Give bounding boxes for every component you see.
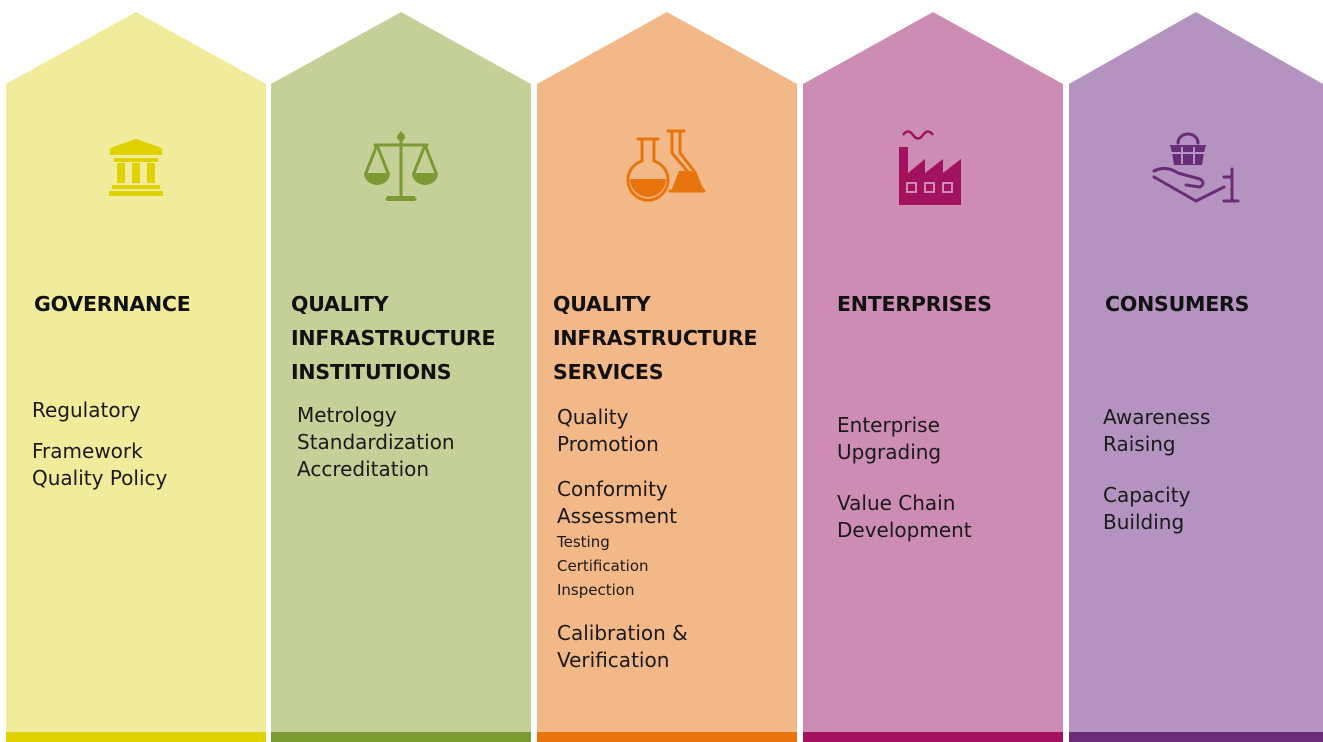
- list-item: Inspection: [557, 581, 635, 599]
- list-item: Standardization: [297, 430, 455, 454]
- list-item: Building: [1103, 510, 1185, 534]
- list-item: Calibration &: [557, 621, 688, 645]
- factory-icon: [899, 130, 961, 205]
- pillar-enterprises: ENTERPRISES Enterprise Upgrading Value C…: [803, 12, 1063, 742]
- pillar-governance: GOVERNANCE Regulatory Framework Quality …: [6, 12, 266, 742]
- list-item: Testing: [557, 533, 610, 551]
- pillar-items: Metrology Standardization Accreditation: [297, 402, 525, 483]
- pillar-color-band: [1069, 732, 1323, 742]
- pillar-color-band: [803, 732, 1063, 742]
- list-item: Promotion: [557, 432, 659, 456]
- list-item: Quality Policy: [32, 466, 168, 490]
- list-item: Accreditation: [297, 457, 430, 481]
- list-item: Conformity: [557, 477, 668, 501]
- list-item: Metrology: [297, 403, 397, 427]
- list-item: Verification: [557, 648, 670, 672]
- list-item: Regulatory: [32, 398, 141, 422]
- scales-icon: [364, 131, 438, 201]
- list-item: Development: [837, 518, 972, 542]
- list-item: Awareness: [1103, 405, 1211, 429]
- pillar-color-band: [537, 732, 797, 742]
- flasks-icon: [626, 129, 706, 202]
- pillar-arrow-shape: [6, 12, 266, 742]
- pillar-title: GOVERNANCE: [34, 292, 191, 316]
- basket-in-hand-icon: [1152, 132, 1240, 203]
- list-item: Capacity: [1103, 483, 1191, 507]
- pillar-title: CONSUMERS: [1105, 292, 1250, 316]
- list-item: Value Chain: [837, 491, 956, 515]
- pillar-items: Quality Promotion Conformity Assessment …: [557, 404, 785, 674]
- pillar-arrow-shape: [803, 12, 1063, 742]
- pillar-qi-services: QUALITY INFRASTRUCTURE SERVICES Quality …: [537, 12, 797, 742]
- list-item: Framework: [32, 439, 143, 463]
- pillar-title: QUALITY INFRASTRUCTURE SERVICES: [553, 292, 758, 384]
- pillar-title: ENTERPRISES: [837, 292, 992, 316]
- courthouse-icon: [109, 139, 163, 196]
- pillar-items: Enterprise Upgrading Value Chain Develop…: [837, 412, 1065, 544]
- list-item: Certification: [557, 557, 649, 575]
- pillar-arrow-shape: [537, 12, 797, 742]
- list-item: Quality: [557, 405, 629, 429]
- pillar-arrow-shape: [1069, 12, 1323, 742]
- pillar-arrow-shape: [271, 12, 531, 742]
- pillar-title: QUALITY INFRASTRUCTURE INSTITUTIONS: [291, 292, 496, 384]
- list-item: Upgrading: [837, 440, 942, 464]
- list-item: Raising: [1103, 432, 1176, 456]
- pillar-items: Regulatory Framework Quality Policy: [32, 397, 260, 492]
- pillar-consumers: CONSUMERS Awareness Raising Capacity Bui…: [1069, 12, 1323, 742]
- list-item: Enterprise: [837, 413, 940, 437]
- pillar-color-band: [271, 732, 531, 742]
- pillar-color-band: [6, 732, 266, 742]
- pillar-qi-institutions: QUALITY INFRASTRUCTURE INSTITUTIONS Metr…: [271, 12, 531, 742]
- list-item: Assessment: [557, 504, 677, 528]
- pillar-items: Awareness Raising Capacity Building: [1103, 404, 1323, 536]
